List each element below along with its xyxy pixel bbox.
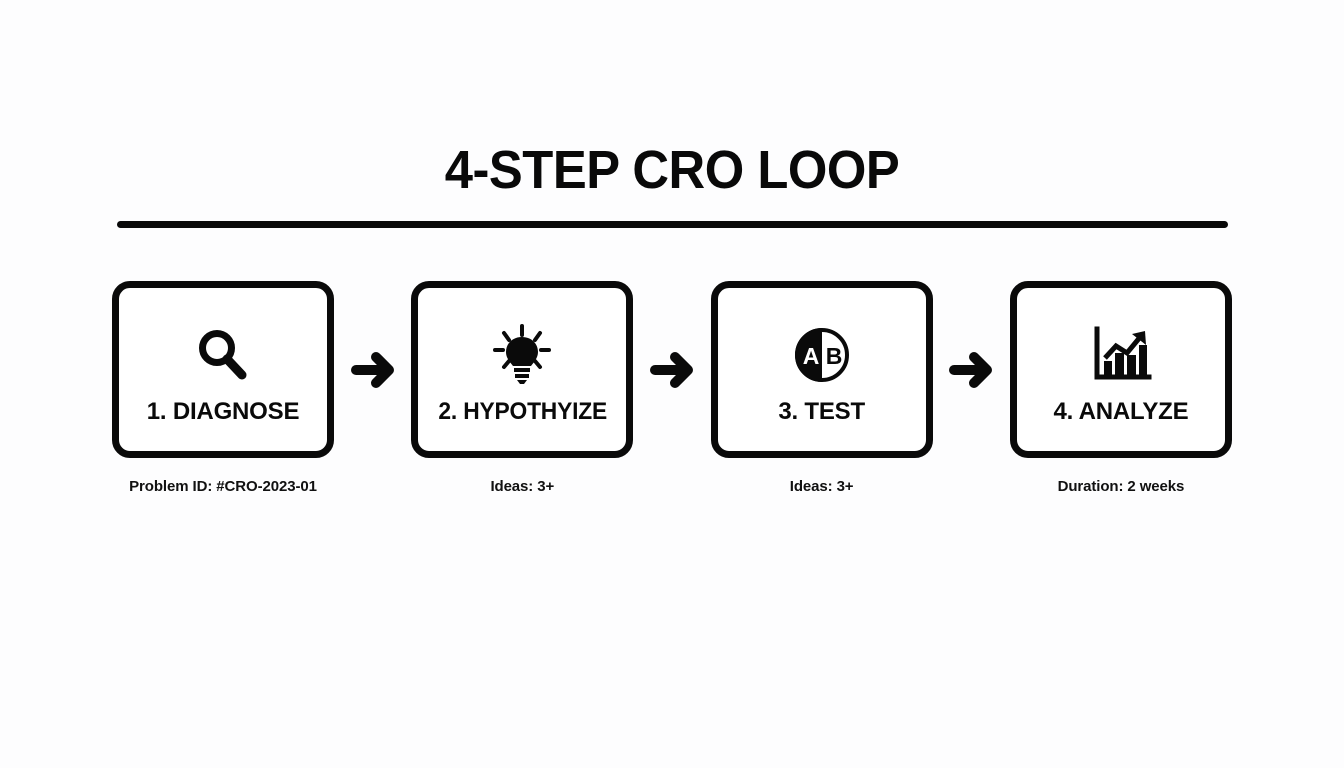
magnifier-icon: [191, 318, 255, 392]
title-block: 4-STEP CRO LOOP: [0, 143, 1344, 197]
process-steps-row: 1. DIAGNOSE Problem ID: #CRO-2023-01: [112, 281, 1232, 513]
step-label: 3. TEST: [778, 397, 865, 425]
step-card-analyze[interactable]: 4. ANALYZE: [1009, 281, 1232, 458]
arrow-right-icon: [646, 281, 698, 458]
title-underline-rule: [117, 221, 1228, 228]
page-title: 4-STEP CRO LOOP: [444, 140, 900, 200]
step-label: 4. ANALYZE: [1053, 397, 1189, 425]
step-label: 2. HYPOTHYIZE: [438, 397, 607, 425]
step-caption: Ideas: 3+: [490, 478, 555, 495]
ab-test-icon: A B: [793, 318, 851, 392]
bar-chart-growth-icon: [1089, 318, 1153, 392]
step-label: 1. DIAGNOSE: [146, 397, 300, 425]
arrow-right-icon: [945, 281, 997, 458]
step-card-test[interactable]: A B 3. TEST: [710, 281, 933, 458]
svg-text:A: A: [802, 343, 819, 369]
step-caption: Problem ID: #CRO-2023-01: [129, 478, 317, 495]
step-caption: Duration: 2 weeks: [1057, 478, 1185, 495]
step-test[interactable]: A B 3. TEST Ideas: 3+: [710, 281, 933, 495]
arrow-right-icon: [347, 281, 399, 458]
step-hypothyize[interactable]: 2. HYPOTHYIZE Ideas: 3+: [411, 281, 634, 495]
step-card-diagnose[interactable]: 1. DIAGNOSE: [112, 281, 334, 458]
step-card-hypothyize[interactable]: 2. HYPOTHYIZE: [411, 281, 634, 458]
svg-text:B: B: [825, 343, 842, 369]
step-diagnose[interactable]: 1. DIAGNOSE Problem ID: #CRO-2023-01: [112, 281, 334, 495]
step-analyze[interactable]: 4. ANALYZE Duration: 2 weeks: [1009, 281, 1232, 495]
step-caption: Ideas: 3+: [789, 478, 854, 495]
lightbulb-icon: [490, 318, 554, 392]
